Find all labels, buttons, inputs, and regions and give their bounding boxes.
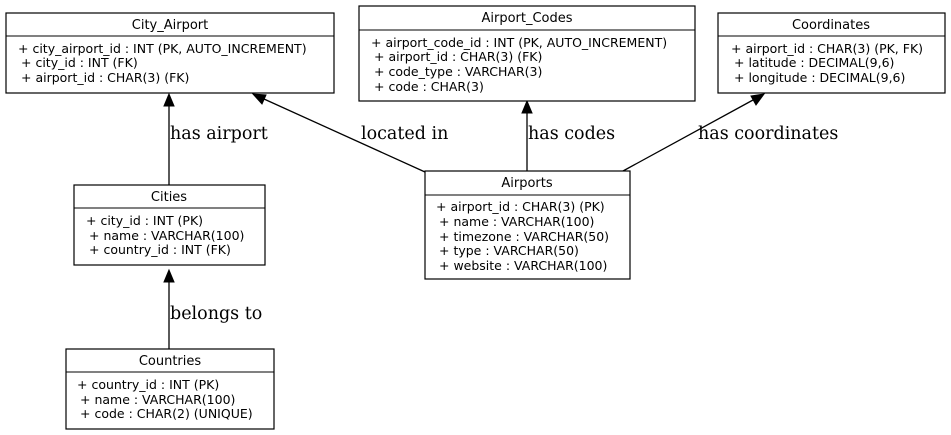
entity-title: Countries [139, 354, 202, 369]
entity-airports: Airports + airport_id : CHAR(3) (PK) + n… [424, 170, 631, 280]
entity-attribute: + timezone : VARCHAR(50) [439, 229, 609, 244]
entity-attribute: + name : VARCHAR(100) [89, 228, 244, 243]
relation-label-has-airport: has airport [170, 124, 268, 144]
entity-attribute: + airport_id : CHAR(3) (PK, FK) [731, 41, 923, 56]
relation-line-has-coordinates [622, 99, 754, 172]
entity-title: Airport_Codes [481, 11, 572, 26]
entity-attribute: + airport_id : CHAR(3) (FK) [374, 49, 542, 64]
arrowhead-has-codes [521, 99, 533, 114]
relation-line-located-in [263, 98, 426, 173]
entity-attribute: + name : VARCHAR(100) [439, 214, 594, 229]
entity-attribute: + code_type : VARCHAR(3) [374, 64, 542, 79]
entity-attribute: + city_id : INT (PK) [86, 213, 203, 228]
arrowhead-has-coordinates [750, 93, 766, 106]
entity-attribute: + longitude : DECIMAL(9,6) [734, 70, 905, 85]
arrowhead-located-in [251, 93, 267, 105]
relation-label-has-coordinates: has coordinates [698, 124, 838, 144]
relation-label-belongs-to: belongs to [170, 304, 262, 324]
entity-attribute: + code : CHAR(3) [374, 79, 484, 94]
arrowhead-belongs-to [163, 268, 175, 283]
entity-attribute: + airport_code_id : INT (PK, AUTO_INCREM… [371, 35, 667, 50]
entity-attribute: + website : VARCHAR(100) [439, 258, 607, 273]
entity-attribute: + latitude : DECIMAL(9,6) [734, 55, 894, 70]
entity-attribute: + city_id : INT (FK) [21, 55, 138, 70]
entity-attribute: + country_id : INT (FK) [89, 242, 231, 257]
relation-label-has-codes: has codes [528, 124, 615, 144]
entity-airport-codes: Airport_Codes + airport_code_id : INT (P… [358, 5, 696, 102]
entity-cities: Cities + city_id : INT (PK) + name : VAR… [73, 184, 266, 266]
relation-label-located-in: located in [361, 124, 448, 144]
entity-attribute: + name : VARCHAR(100) [80, 392, 235, 407]
entity-title: Coordinates [792, 18, 870, 33]
entity-attribute: + airport_id : CHAR(3) (FK) [21, 70, 189, 85]
entity-countries: Countries + country_id : INT (PK) + name… [65, 348, 275, 430]
arrowhead-has-airport [163, 92, 175, 107]
entity-title: City_Airport [132, 18, 208, 33]
entity-attribute: + city_airport_id : INT (PK, AUTO_INCREM… [18, 41, 307, 56]
entity-title: Cities [151, 190, 187, 205]
entity-title: Airports [501, 176, 552, 191]
entity-attribute: + airport_id : CHAR(3) (PK) [436, 199, 605, 214]
entity-city-airport: City_Airport + city_airport_id : INT (PK… [5, 12, 335, 94]
entity-attribute: + country_id : INT (PK) [77, 377, 219, 392]
entity-attribute: + code : CHAR(2) (UNIQUE) [80, 406, 253, 421]
entity-attribute: + type : VARCHAR(50) [439, 243, 579, 258]
entity-coordinates: Coordinates + airport_id : CHAR(3) (PK, … [717, 12, 946, 94]
